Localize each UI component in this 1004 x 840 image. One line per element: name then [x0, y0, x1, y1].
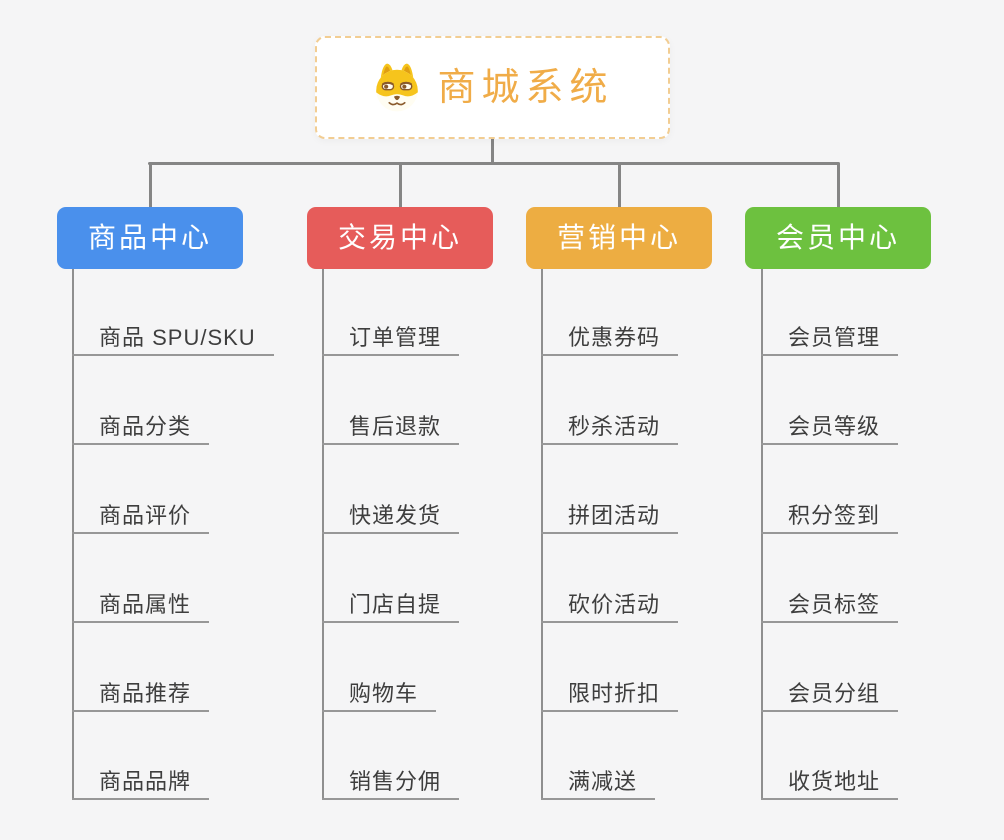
branch-trunk-line — [761, 269, 763, 800]
child-node-label: 砍价活动 — [568, 591, 661, 617]
branch-trunk-line — [72, 269, 74, 800]
branch-drop-line — [399, 164, 402, 208]
child-node[interactable]: 商品品牌 — [72, 758, 210, 800]
child-node[interactable]: 门店自提 — [322, 581, 460, 623]
child-node[interactable]: 商品 SPU/SKU — [72, 314, 274, 356]
child-node[interactable]: 拼团活动 — [541, 492, 679, 534]
child-node-label: 收货地址 — [788, 768, 881, 794]
child-node-label: 商品推荐 — [99, 680, 192, 706]
child-node[interactable]: 会员等级 — [761, 403, 899, 445]
child-node[interactable]: 满减送 — [541, 758, 656, 800]
child-node[interactable]: 会员标签 — [761, 581, 899, 623]
child-node-label: 商品评价 — [99, 502, 192, 528]
branch-node-3[interactable]: 会员中心 — [745, 207, 931, 269]
branch-drop-line — [837, 164, 840, 208]
child-node-label: 购物车 — [349, 680, 419, 706]
child-node[interactable]: 快递发货 — [322, 492, 460, 534]
dog-face-icon — [376, 63, 419, 111]
child-node[interactable]: 购物车 — [322, 670, 437, 712]
branch-node-label: 营销中心 — [556, 222, 681, 253]
child-node[interactable]: 订单管理 — [322, 314, 460, 356]
child-node[interactable]: 收货地址 — [761, 758, 899, 800]
branch-connector-bar — [148, 162, 840, 165]
child-node-label: 商品 SPU/SKU — [99, 324, 256, 350]
child-node-label: 销售分佣 — [349, 768, 442, 794]
child-node-label: 拼团活动 — [568, 502, 661, 528]
branch-trunk-line — [541, 269, 543, 800]
child-node-label: 门店自提 — [349, 591, 442, 617]
child-node-label: 订单管理 — [349, 324, 442, 350]
child-node[interactable]: 售后退款 — [322, 403, 460, 445]
child-node-label: 满减送 — [568, 768, 638, 794]
child-node-label: 优惠券码 — [568, 324, 661, 350]
child-node[interactable]: 销售分佣 — [322, 758, 460, 800]
child-node[interactable]: 商品推荐 — [72, 670, 210, 712]
child-node-label: 会员等级 — [788, 413, 881, 439]
child-node[interactable]: 商品分类 — [72, 403, 210, 445]
child-node[interactable]: 会员分组 — [761, 670, 899, 712]
child-node[interactable]: 商品评价 — [72, 492, 210, 534]
branch-node-0[interactable]: 商品中心 — [57, 207, 243, 269]
child-node[interactable]: 积分签到 — [761, 492, 899, 534]
child-node-label: 积分签到 — [788, 502, 881, 528]
child-node[interactable]: 限时折扣 — [541, 670, 679, 712]
child-node-label: 售后退款 — [349, 413, 442, 439]
branch-node-label: 商品中心 — [87, 222, 212, 253]
child-node[interactable]: 砍价活动 — [541, 581, 679, 623]
branch-drop-line — [618, 164, 621, 208]
child-node-label: 商品属性 — [99, 591, 192, 617]
root-node[interactable]: 商城系统 — [315, 36, 670, 139]
child-node-label: 快递发货 — [349, 502, 442, 528]
branch-drop-line — [149, 164, 152, 208]
child-node-label: 商品品牌 — [99, 768, 192, 794]
child-node[interactable]: 秒杀活动 — [541, 403, 679, 445]
branch-trunk-line — [322, 269, 324, 800]
branch-node-label: 交易中心 — [337, 222, 462, 253]
child-node-label: 商品分类 — [99, 413, 192, 439]
child-node-label: 会员分组 — [788, 680, 881, 706]
child-node-label: 秒杀活动 — [568, 413, 661, 439]
branch-node-2[interactable]: 营销中心 — [526, 207, 712, 269]
child-node-label: 会员标签 — [788, 591, 881, 617]
child-node[interactable]: 优惠券码 — [541, 314, 679, 356]
child-node[interactable]: 商品属性 — [72, 581, 210, 623]
root-connector-line — [491, 137, 494, 165]
child-node[interactable]: 会员管理 — [761, 314, 899, 356]
child-node-label: 限时折扣 — [568, 680, 661, 706]
child-node-label: 会员管理 — [788, 324, 881, 350]
branch-node-label: 会员中心 — [775, 222, 900, 253]
root-node-title: 商城系统 — [437, 66, 614, 109]
branch-node-1[interactable]: 交易中心 — [307, 207, 493, 269]
